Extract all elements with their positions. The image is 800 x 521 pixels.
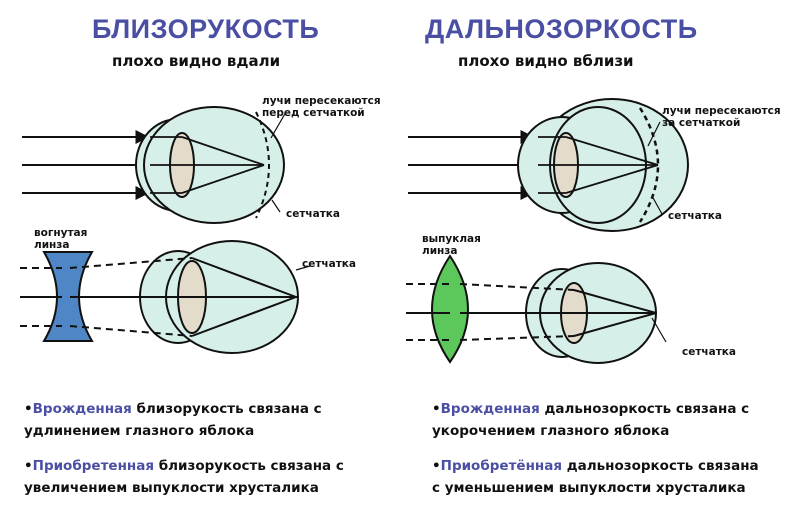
hyperopia-retina-label-2: сетчатка [682,346,737,358]
myopia-retina-label-2: сетчатка [302,258,357,270]
concave-lens-label: вогнутая линза [34,227,88,251]
hyperopia-eye-corrected [406,254,667,364]
convex-lens-shape [431,254,469,364]
myopia-eye-top [22,106,287,224]
hyperopia-note-acquired: •Приобретённая дальнозоркость связана с … [432,458,759,496]
concave-lens-shape [42,251,94,342]
retina-normal-position [255,111,270,219]
myopia-rays-label: лучи пересекаются перед сетчаткой [262,95,381,119]
myopia-eye-corrected [20,240,311,354]
hyperopia-subtitle: плохо видно вблизи [458,52,634,70]
hyperopia-eye-top [408,98,689,232]
myopia-note-congenital: •Врожденная близорукость связана с удлин… [24,401,322,439]
myopia-subtitle: плохо видно вдали [112,52,281,70]
hyperopia-title: ДАЛЬНОЗОРКОСТЬ [425,14,698,44]
hyperopia-retina-label-1: сетчатка [668,210,723,222]
hyperopia-rays-label: лучи пересекаются за сетчаткой [662,105,781,129]
hyperopia-note-congenital: •Врожденная дальнозоркость связана с уко… [432,401,750,439]
myopia-title: БЛИЗОРУКОСТЬ [92,14,320,44]
convex-lens-label: выпуклая линза [422,233,481,257]
myopia-note-acquired: •Приобретенная близорукость связана с ув… [24,458,344,496]
myopia-retina-label-1: сетчатка [286,208,341,220]
